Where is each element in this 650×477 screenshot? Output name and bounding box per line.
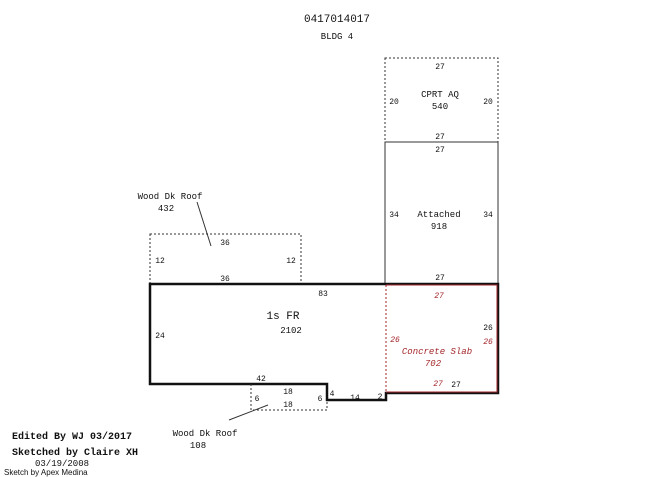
carport-name: CPRT AQ — [421, 90, 459, 100]
attached-bottom-dim: 27 — [435, 274, 445, 283]
slab-top-dim: 27 — [434, 292, 444, 301]
lower-deck-outline — [250, 384, 328, 411]
parcel-id: 0417014017 — [304, 14, 370, 26]
attached-name: Attached — [417, 210, 460, 220]
attached-left-dim: 34 — [389, 211, 399, 220]
slab-area: 702 — [425, 359, 442, 369]
edited-by: Edited By WJ 03/2017 — [12, 431, 132, 443]
carport-right-dim: 20 — [483, 98, 493, 107]
lower-deck-top-dim: 18 — [283, 388, 293, 397]
main-name: 1s FR — [266, 311, 299, 323]
sketch-date: 03/19/2008 — [35, 459, 89, 469]
slab-outline — [386, 284, 498, 393]
main-bottom-left-dim: 42 — [256, 375, 266, 384]
carport-left-dim: 20 — [389, 98, 399, 107]
upper-deck-left-dim: 12 — [155, 257, 165, 266]
main-top-dim: 83 — [318, 290, 328, 299]
software-credit: Sketch by Apex Medina — [4, 468, 88, 477]
lower-deck-area: 108 — [190, 441, 206, 451]
carport-top-dim: 27 — [435, 63, 445, 72]
main-right-dim: 26 — [483, 324, 493, 333]
main-bottom-mid-dim: 14 — [350, 394, 360, 403]
lower-deck-left-dim: 6 — [255, 395, 260, 404]
attached-area: 918 — [431, 222, 447, 232]
slab-name: Concrete Slab — [402, 347, 472, 357]
carport-bottom-dim: 27 — [435, 133, 445, 142]
lower-deck-leader — [228, 404, 269, 421]
main-bottom-right-dim: 2 — [378, 393, 383, 402]
slab-right-dim: 26 — [483, 338, 493, 347]
upper-deck-right-dim: 12 — [286, 257, 296, 266]
attached-right-dim: 34 — [483, 211, 493, 220]
upper-deck-bottom-dim: 36 — [220, 275, 230, 284]
main-bottom-far-dim: 27 — [451, 381, 461, 390]
upper-deck-top-dim: 36 — [220, 239, 230, 248]
slab-bottom-dim: 27 — [433, 380, 443, 389]
lower-deck-name: Wood Dk Roof — [173, 429, 238, 439]
main-left-dim: 24 — [155, 332, 165, 341]
lower-deck-right-dim: 6 — [318, 395, 323, 404]
main-step-dim: 4 — [330, 390, 335, 399]
slab-left-dim: 26 — [390, 336, 400, 345]
lower-deck-bottom-dim: 18 — [283, 401, 293, 410]
upper-deck-leader — [196, 201, 212, 247]
carport-area: 540 — [432, 102, 448, 112]
building-label: BLDG 4 — [321, 32, 353, 42]
upper-deck-area: 432 — [158, 204, 174, 214]
upper-deck-name: Wood Dk Roof — [138, 192, 203, 202]
main-area: 2102 — [280, 326, 302, 336]
main-building-outline — [148, 282, 500, 402]
attached-top-dim: 27 — [435, 146, 445, 155]
sketched-by: Sketched by Claire XH — [12, 447, 138, 459]
